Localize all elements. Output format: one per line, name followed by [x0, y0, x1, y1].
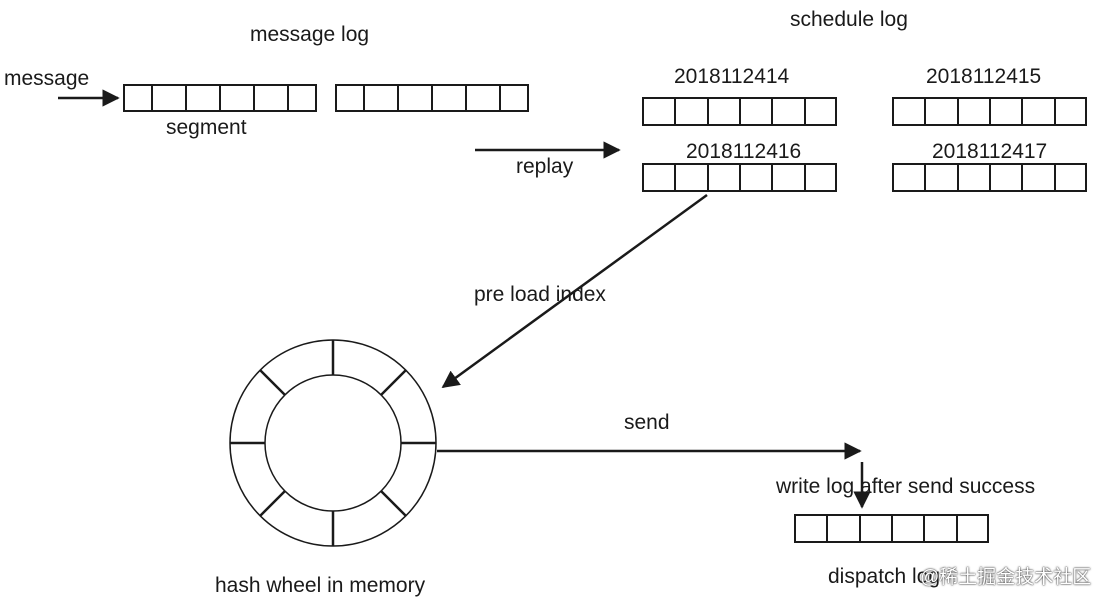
replay-label: replay	[516, 155, 574, 178]
message-label: message	[4, 67, 90, 90]
message-log-segment-2	[335, 84, 529, 112]
message-log-segment-1	[123, 84, 317, 112]
schedule-segment-2018112415	[892, 97, 1087, 126]
dispatch-log-label: dispatch log	[828, 565, 941, 588]
hash-wheel-label: hash wheel in memory	[215, 574, 426, 597]
segment-id-1: 2018112414	[674, 65, 790, 88]
schedule-log-title: schedule log	[790, 8, 908, 31]
segment-label: segment	[166, 116, 247, 139]
segment-id-2: 2018112415	[926, 65, 1042, 88]
segment-id-4: 2018112417	[932, 140, 1048, 163]
write-log-label: write log after send success	[776, 475, 1036, 498]
segment-id-3: 2018112416	[686, 140, 802, 163]
schedule-segment-2018112416	[642, 163, 837, 192]
schedule-segment-2018112417	[892, 163, 1087, 192]
hash-wheel	[229, 339, 437, 547]
dispatch-log-segment	[794, 514, 989, 543]
send-label: send	[624, 411, 670, 434]
pre-load-index-arrow	[441, 193, 708, 389]
schedule-segment-2018112414	[642, 97, 837, 126]
message-log-title: message log	[250, 23, 370, 46]
watermark: @稀土掘金技术社区	[920, 567, 1092, 588]
pre-load-index-label: pre load index	[474, 283, 606, 306]
hash-wheel-spokes	[230, 340, 436, 546]
